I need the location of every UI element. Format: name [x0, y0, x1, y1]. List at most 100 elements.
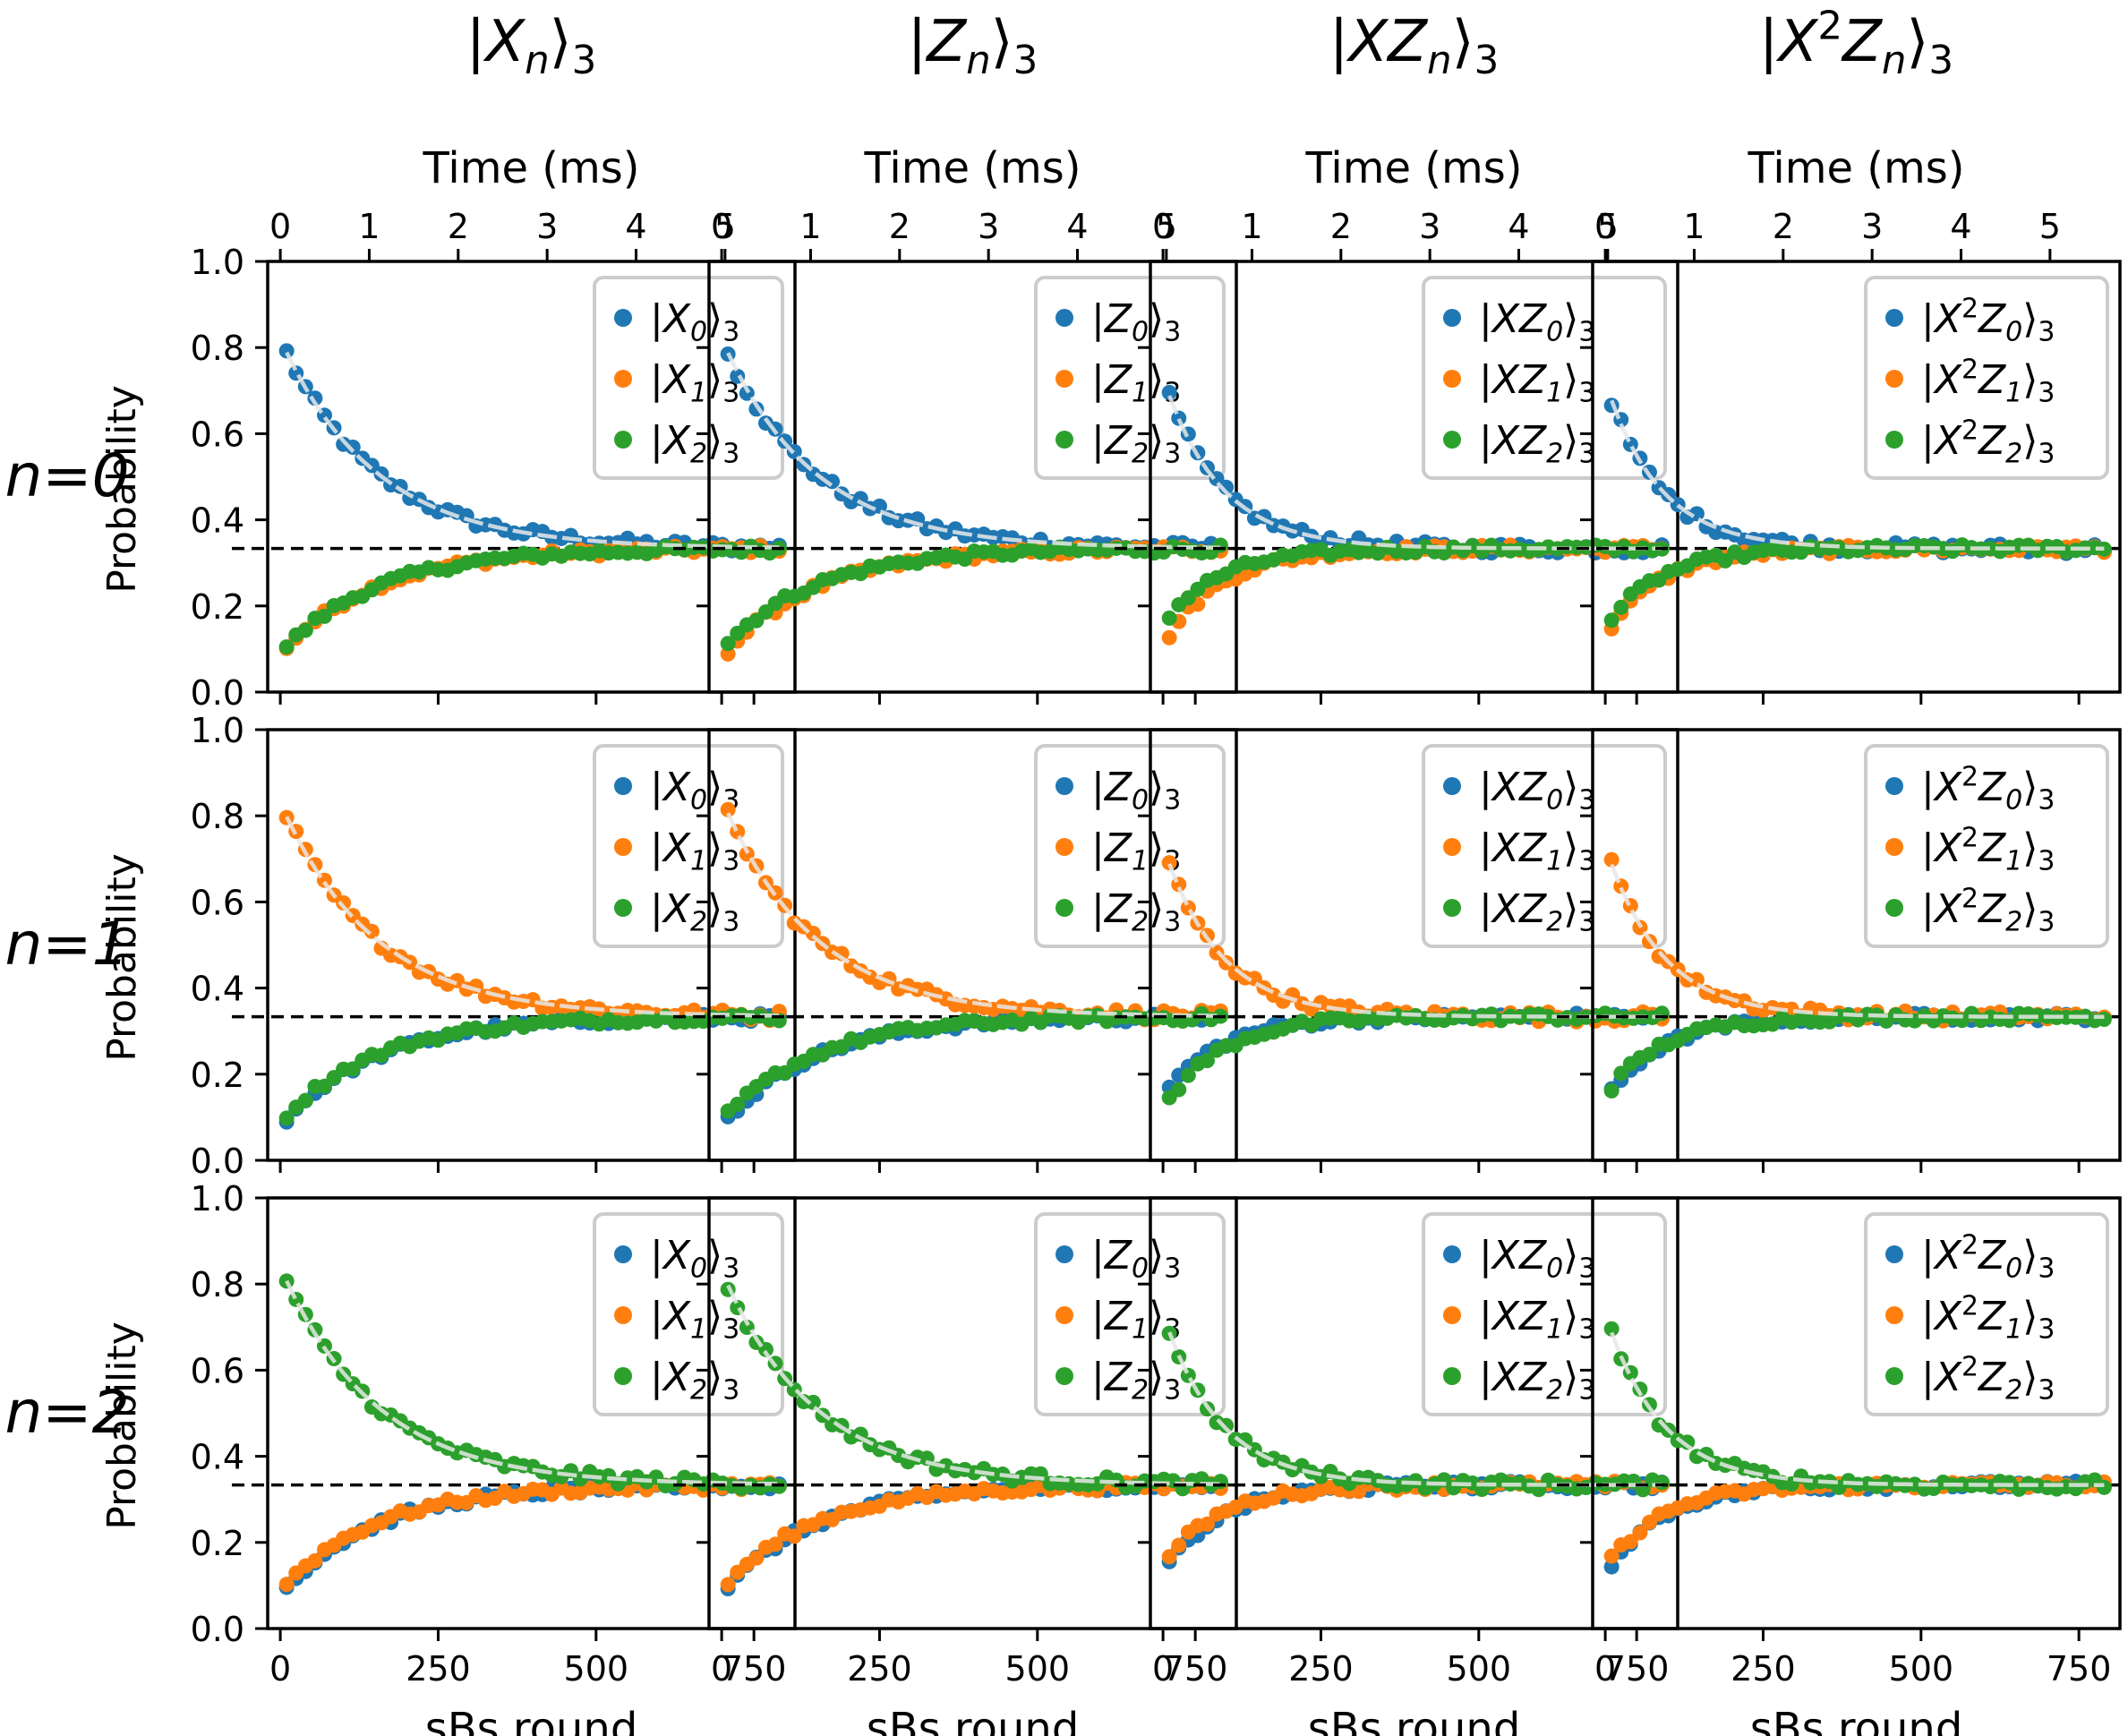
- y-tick-label: 0.8: [191, 797, 244, 836]
- legend-marker: [1885, 309, 1903, 327]
- x-tick-label: 750: [1604, 1649, 1670, 1689]
- legend-entry: |X2Z1⟩3: [1921, 354, 2055, 408]
- data-point: [730, 1096, 746, 1112]
- top-tick-label: 1: [799, 207, 821, 246]
- legend-marker: [614, 370, 632, 388]
- top-axis-label: Time (ms): [423, 143, 640, 193]
- row-label: n=2: [4, 1378, 129, 1447]
- plot-frame: [707, 1196, 1238, 1630]
- plot-frame: [1149, 728, 1679, 1162]
- top-tick-label: 4: [625, 207, 646, 246]
- y-tick-label: 0.6: [191, 415, 244, 454]
- top-tick-label: 5: [2039, 207, 2061, 246]
- legend-marker: [614, 1306, 632, 1324]
- top-tick-label: 2: [1773, 207, 1794, 246]
- top-tick-label: 4: [1508, 207, 1529, 246]
- x-tick-label: 0: [1152, 1649, 1174, 1689]
- legend: |X0⟩3|X1⟩3|X2⟩3: [593, 276, 784, 480]
- y-tick-label: 1.0: [191, 711, 244, 750]
- legend-marker: [1443, 1245, 1461, 1263]
- fit-line: [726, 352, 1221, 550]
- legend-marker: [1055, 1306, 1073, 1324]
- legend-marker: [1885, 1306, 1903, 1324]
- legend: |X2Z0⟩3|X2Z1⟩3|X2Z2⟩3: [1864, 276, 2109, 480]
- legend-entry: |XZ2⟩3: [1479, 886, 1595, 938]
- legend-marker: [1443, 838, 1461, 856]
- data-point: [805, 1394, 821, 1410]
- y-tick-label: 0.0: [191, 1142, 244, 1181]
- legend-entry: |XZ2⟩3: [1479, 1355, 1595, 1407]
- series-2: [1161, 537, 1670, 626]
- legend-marker: [1055, 309, 1073, 327]
- legend-marker: [1055, 899, 1073, 917]
- y-tick-label: 0.4: [191, 501, 244, 541]
- top-tick-label: 0: [1594, 207, 1616, 246]
- legend-box: [593, 744, 784, 948]
- top-tick-label: 3: [1861, 207, 1883, 246]
- x-tick-label: 750: [2047, 1649, 2112, 1689]
- legend: |Z0⟩3|Z1⟩3|Z2⟩3: [1034, 1212, 1226, 1416]
- y-tick-label: 0.4: [191, 970, 244, 1009]
- legend-entry: |X0⟩3: [650, 765, 739, 817]
- top-tick-label: 5: [1156, 207, 1177, 246]
- top-tick-label: 0: [1152, 207, 1174, 246]
- fit-line: [1610, 399, 2105, 551]
- data-point: [1180, 1067, 1196, 1083]
- data-point: [720, 1577, 736, 1593]
- legend-box: [1034, 744, 1226, 948]
- y-tick-label: 0.8: [191, 329, 244, 368]
- legend: |X0⟩3|X1⟩3|X2⟩3: [593, 1212, 784, 1416]
- plot-frame: [1591, 1196, 2122, 1630]
- legend: |Z0⟩3|Z1⟩3|Z2⟩3: [1034, 276, 1226, 480]
- data-point: [278, 639, 295, 655]
- legend-marker: [1443, 370, 1461, 388]
- panel: 0.00.20.40.60.81.0Probability|X0⟩3|X1⟩3|…: [99, 711, 804, 1181]
- top-axis-label: Time (ms): [1305, 143, 1523, 193]
- fit-line: [285, 351, 780, 550]
- plot-frame: [266, 1196, 797, 1630]
- legend: |X0⟩3|X1⟩3|X2⟩3: [593, 744, 784, 948]
- y-tick-label: 0.2: [191, 1056, 244, 1095]
- x-axis-label: sBs round: [867, 1704, 1080, 1736]
- data-point: [1603, 612, 1620, 629]
- plot-frame: [1149, 1196, 1679, 1630]
- y-tick-label: 0.4: [191, 1438, 244, 1477]
- data-point: [1622, 436, 1638, 452]
- series-2: [1603, 537, 2112, 629]
- x-axis-label: sBs round: [425, 1704, 638, 1736]
- top-tick-label: 2: [1330, 207, 1352, 246]
- top-tick-label: 2: [889, 207, 910, 246]
- legend-marker: [1055, 1367, 1073, 1385]
- data-point: [1613, 599, 1629, 615]
- legend-marker: [1885, 370, 1903, 388]
- data-point: [1688, 971, 1705, 988]
- fit-line: [726, 1284, 1221, 1486]
- column-title: |Xn⟩3: [466, 9, 597, 83]
- x-tick-label: 0: [269, 1649, 291, 1689]
- legend-box: [1422, 1212, 1667, 1416]
- legend-marker: [1885, 1245, 1903, 1263]
- legend-marker: [614, 777, 632, 795]
- data-point: [1679, 1434, 1696, 1450]
- legend-entry: |X2Z2⟩3: [1921, 883, 2055, 937]
- legend-entry: |X2Z1⟩3: [1921, 1290, 2055, 1345]
- x-tick-label: 250: [847, 1649, 912, 1689]
- data-point: [278, 1577, 295, 1593]
- legend-marker: [614, 838, 632, 856]
- legend-entry: |Z2⟩3: [1091, 418, 1181, 470]
- top-tick-label: 0: [269, 207, 291, 246]
- row-label: n=1: [4, 910, 129, 979]
- x-axis-label: sBs round: [1308, 1704, 1521, 1736]
- legend-entry: |X0⟩3: [650, 1233, 739, 1285]
- top-tick-label: 3: [978, 207, 999, 246]
- legend-marker: [614, 1245, 632, 1263]
- legend-entry: |Z1⟩3: [1091, 357, 1181, 409]
- legend-marker: [1885, 899, 1903, 917]
- top-tick-label: 4: [1950, 207, 1971, 246]
- legend-box: [593, 276, 784, 480]
- data-point: [767, 1536, 783, 1552]
- legend-box: [1034, 1212, 1226, 1416]
- legend-entry: |Z1⟩3: [1091, 825, 1181, 877]
